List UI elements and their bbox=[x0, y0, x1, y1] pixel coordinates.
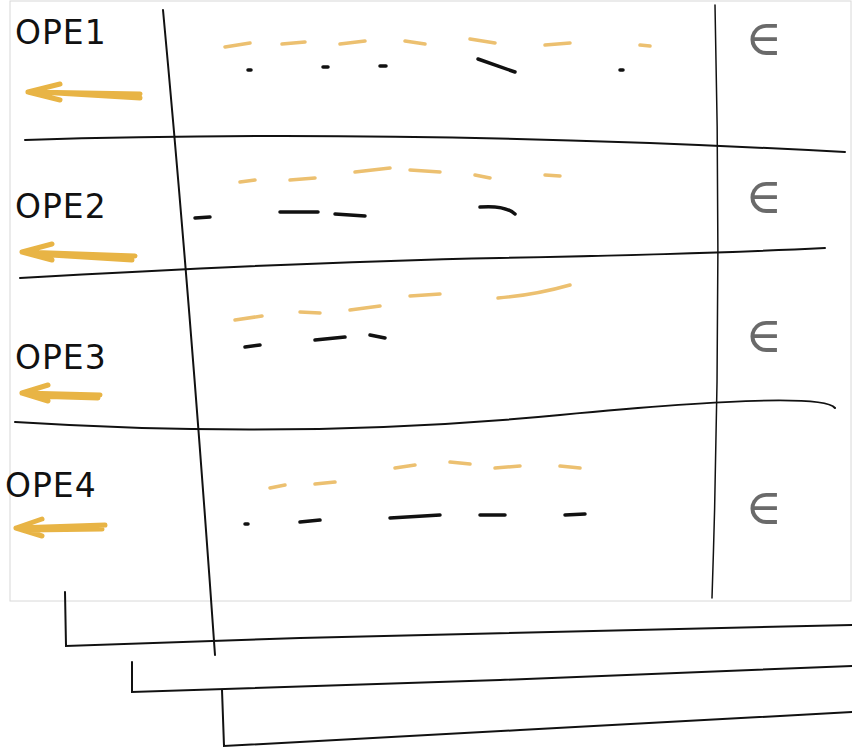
yellow-arrow bbox=[22, 244, 135, 260]
row-symbol: ∈ bbox=[745, 478, 782, 536]
row-band: OPE3 ∈ bbox=[10, 262, 851, 412]
row-divider bbox=[20, 248, 825, 278]
row-symbol: ∈ bbox=[745, 9, 782, 67]
row-symbol: ∈ bbox=[745, 167, 782, 225]
row-symbol: ∈ bbox=[745, 306, 782, 364]
row-divider bbox=[15, 400, 835, 429]
row-label: OPE2 bbox=[15, 187, 107, 226]
black-dashes bbox=[195, 59, 623, 524]
row-band: OPE1 ∈ bbox=[10, 1, 851, 140]
row-label: OPE4 bbox=[5, 466, 97, 505]
page-frame bbox=[10, 1, 851, 601]
yellow-arrow bbox=[28, 84, 140, 100]
column-divider bbox=[712, 5, 718, 598]
row-band: OPE4∈ bbox=[10, 420, 851, 600]
yellow-arrow bbox=[22, 385, 100, 401]
stack-bracket bbox=[222, 690, 852, 746]
row-label: OPE3 bbox=[15, 338, 107, 377]
stack-bracket bbox=[65, 592, 852, 646]
row-band: OPE2 ∈ bbox=[10, 145, 851, 257]
yellow-arrow bbox=[16, 519, 105, 536]
column-divider bbox=[163, 10, 215, 655]
yellow-dashes bbox=[225, 39, 650, 488]
row-label: OPE1 bbox=[15, 13, 107, 52]
stack-bracket bbox=[132, 662, 852, 692]
row-divider bbox=[25, 136, 845, 152]
